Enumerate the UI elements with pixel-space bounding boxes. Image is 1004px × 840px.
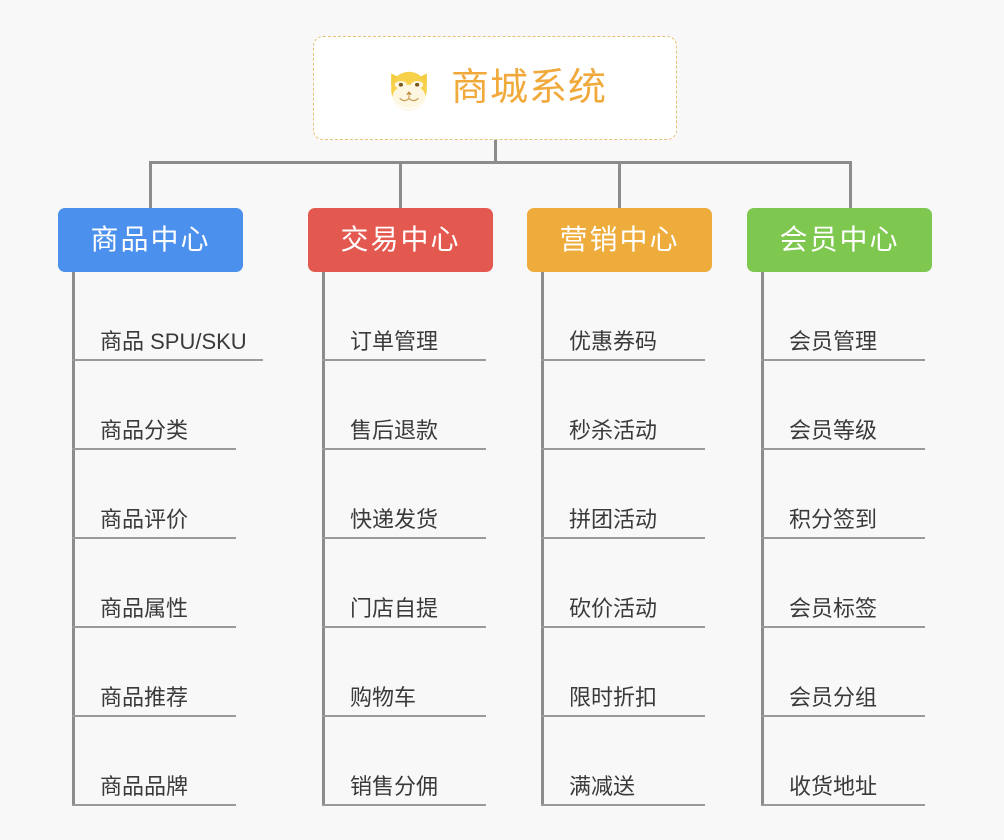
connector-drop-3 [618, 161, 621, 209]
column-trunk-line [72, 272, 75, 806]
category-header-4[interactable]: 会员中心 [747, 208, 932, 272]
category-header-label: 交易中心 [340, 224, 461, 255]
list-item-label: 收货地址 [789, 773, 878, 799]
list-item-label: 商品 SPU/SKU [100, 328, 247, 354]
list-item-label: 订单管理 [350, 328, 439, 354]
list-item[interactable]: 商品推荐 [72, 628, 332, 717]
list-item-label: 快递发货 [350, 506, 439, 532]
list-item-label: 购物车 [350, 684, 417, 710]
list-item[interactable]: 快递发货 [322, 450, 582, 539]
list-item[interactable]: 拼团活动 [541, 450, 801, 539]
category-item-list-1: 商品 SPU/SKU 商品分类 商品评价 商品属性 商品推荐 商品品牌 [72, 272, 332, 806]
list-item-label: 门店自提 [350, 595, 439, 621]
column-trunk-line [541, 272, 544, 806]
category-header-label: 会员中心 [779, 224, 900, 255]
category-column-4: 会员中心 会员管理 会员等级 积分签到 会员标签 会员分组 收货地址 [747, 208, 932, 806]
list-item-label: 销售分佣 [350, 773, 439, 799]
list-item[interactable]: 会员管理 [761, 272, 1004, 361]
list-item[interactable]: 秒杀活动 [541, 361, 801, 450]
list-item-label: 会员管理 [789, 328, 878, 354]
connector-root-stem [494, 140, 497, 164]
category-item-list-2: 订单管理 售后退款 快递发货 门店自提 购物车 销售分佣 [322, 272, 582, 806]
list-item[interactable]: 售后退款 [322, 361, 582, 450]
list-item[interactable]: 满减送 [541, 717, 801, 806]
shiba-dog-face-icon [391, 71, 427, 111]
column-trunk-line [322, 272, 325, 806]
list-item[interactable]: 会员分组 [761, 628, 1004, 717]
connector-drop-1 [149, 161, 152, 209]
category-item-list-3: 优惠券码 秒杀活动 拼团活动 砍价活动 限时折扣 满减送 [541, 272, 801, 806]
list-item[interactable]: 会员标签 [761, 539, 1004, 628]
category-column-3: 营销中心 优惠券码 秒杀活动 拼团活动 砍价活动 限时折扣 满减送 [527, 208, 712, 806]
list-item[interactable]: 门店自提 [322, 539, 582, 628]
category-header-label: 营销中心 [559, 224, 680, 255]
list-item-label: 砍价活动 [569, 595, 658, 621]
list-item[interactable]: 限时折扣 [541, 628, 801, 717]
list-item-label: 优惠券码 [569, 328, 658, 354]
list-item-label: 秒杀活动 [569, 417, 658, 443]
list-item-label: 积分签到 [789, 506, 878, 532]
connector-drop-2 [399, 161, 402, 209]
connector-horizontal-bus [150, 161, 852, 164]
list-item-label: 限时折扣 [569, 684, 658, 710]
list-item[interactable]: 购物车 [322, 628, 582, 717]
list-item-label: 会员标签 [789, 595, 878, 621]
list-item-label: 商品属性 [100, 595, 189, 621]
list-item-label: 会员等级 [789, 417, 878, 443]
list-item-label: 商品推荐 [100, 684, 189, 710]
connector-drop-4 [849, 161, 852, 209]
category-header-1[interactable]: 商品中心 [58, 208, 243, 272]
list-item[interactable]: 积分签到 [761, 450, 1004, 539]
list-item[interactable]: 会员等级 [761, 361, 1004, 450]
list-item[interactable]: 收货地址 [761, 717, 1004, 806]
list-item-label: 满减送 [569, 773, 636, 799]
category-header-3[interactable]: 营销中心 [527, 208, 712, 272]
list-item-label: 商品评价 [100, 506, 189, 532]
list-item[interactable]: 商品 SPU/SKU [72, 272, 332, 361]
list-item[interactable]: 优惠券码 [541, 272, 801, 361]
list-item[interactable]: 商品品牌 [72, 717, 332, 806]
list-item-label: 会员分组 [789, 684, 878, 710]
list-item-label: 商品品牌 [100, 773, 189, 799]
category-header-2[interactable]: 交易中心 [308, 208, 493, 272]
column-trunk-line [761, 272, 764, 806]
list-item[interactable]: 砍价活动 [541, 539, 801, 628]
list-item[interactable]: 商品评价 [72, 450, 332, 539]
list-item[interactable]: 订单管理 [322, 272, 582, 361]
list-item-label: 售后退款 [350, 417, 439, 443]
root-node[interactable]: 商城系统 [313, 36, 677, 140]
list-item-label: 商品分类 [100, 417, 189, 443]
list-item-label: 拼团活动 [569, 506, 658, 532]
category-column-2: 交易中心 订单管理 售后退款 快递发货 门店自提 购物车 销售分佣 [308, 208, 493, 806]
list-item[interactable]: 销售分佣 [322, 717, 582, 806]
list-item[interactable]: 商品分类 [72, 361, 332, 450]
category-header-label: 商品中心 [90, 224, 211, 255]
list-item[interactable]: 商品属性 [72, 539, 332, 628]
root-title: 商城系统 [450, 67, 607, 109]
category-column-1: 商品中心 商品 SPU/SKU 商品分类 商品评价 商品属性 商品推荐 商品品牌 [58, 208, 263, 806]
category-item-list-4: 会员管理 会员等级 积分签到 会员标签 会员分组 收货地址 [761, 272, 1004, 806]
